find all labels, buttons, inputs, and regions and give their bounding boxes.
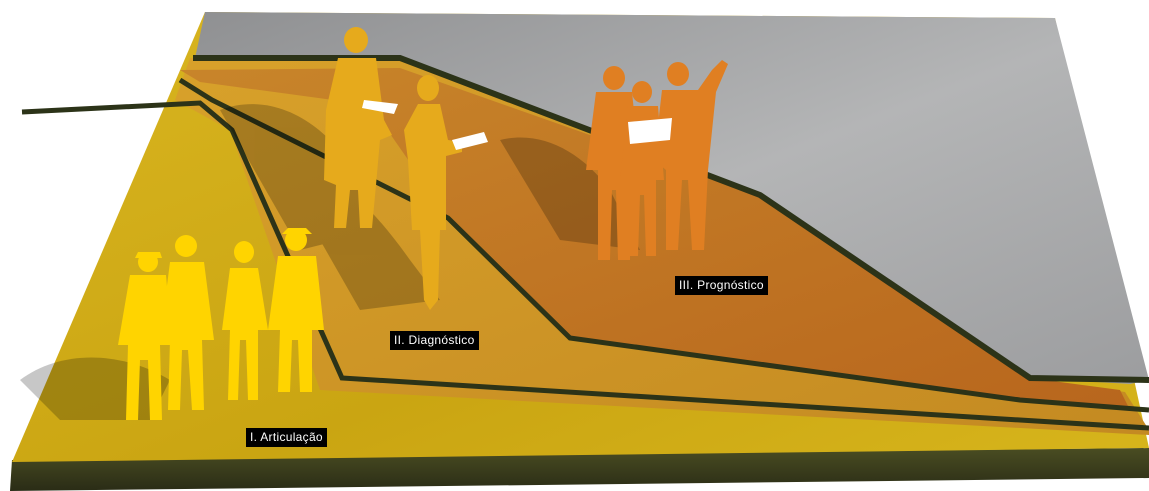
stage-label-prognostico: III. Prognóstico bbox=[675, 276, 768, 295]
stage-label-articulacao: I. Articulação bbox=[246, 428, 327, 447]
prognostico-map bbox=[628, 118, 672, 144]
stage-label-diagnostico: II. Diagnóstico bbox=[390, 331, 479, 350]
